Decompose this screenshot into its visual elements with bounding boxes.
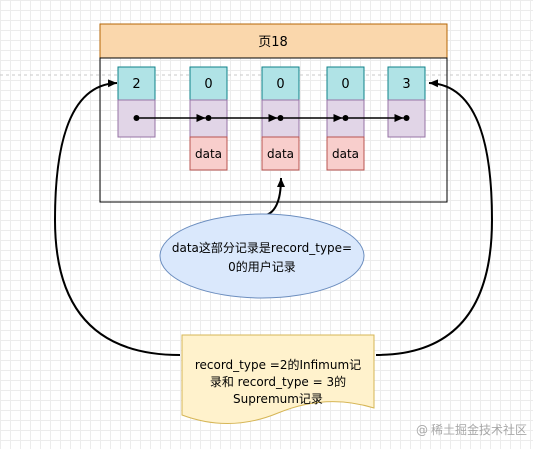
page-header xyxy=(99,23,448,59)
infimum-supremum-note xyxy=(181,334,375,425)
record-data-cell xyxy=(326,136,365,171)
infimum-supremum-note-line2: 录和 record_type = 3的 xyxy=(210,374,346,389)
user-record-note-line1: data这部分记录是record_type= xyxy=(172,240,352,255)
ellipse-to-data-connector xyxy=(261,177,285,217)
next-record-pointer xyxy=(403,115,410,121)
record-type-cell xyxy=(326,66,365,101)
watermark-text: 稀土掘金技术社区 xyxy=(431,423,528,437)
record-type-value: 3 xyxy=(402,77,410,92)
record-data-label: data xyxy=(332,147,359,161)
record-data-label: data xyxy=(267,147,294,161)
record-type-cell xyxy=(189,66,228,101)
note-to-supremum-connector xyxy=(375,79,494,356)
record-data-label: data xyxy=(195,147,222,161)
record-0: 2 xyxy=(117,66,156,138)
record-type-value: 0 xyxy=(341,77,349,92)
next-record-pointer xyxy=(342,115,349,121)
user-record-note-ellipse xyxy=(159,213,365,299)
user-record-note-line2: 0的用户记录 xyxy=(228,259,296,274)
watermark: @稀土掘金技术社区 xyxy=(416,421,527,438)
next-record-pointer xyxy=(205,115,212,121)
record-type-cell xyxy=(117,66,156,101)
note-to-infimum-connector xyxy=(53,79,181,356)
next-record-pointer xyxy=(133,115,140,121)
infimum-supremum-note-line3: Supremum记录 xyxy=(233,392,323,406)
record-type-value: 2 xyxy=(132,77,140,92)
record-1: 0 data xyxy=(189,66,228,171)
record-4: 3 xyxy=(387,66,426,138)
record-type-value: 0 xyxy=(276,77,284,92)
record-data-cell xyxy=(189,136,228,171)
infimum-supremum-note-line1: record_type =2的Infimum记 xyxy=(195,357,361,372)
page-body xyxy=(99,57,448,203)
next-record-pointer xyxy=(277,115,284,121)
juejin-logo-icon: @ xyxy=(416,423,428,437)
record-data-cell xyxy=(261,136,300,171)
page-title: 页18 xyxy=(258,35,288,50)
record-type-value: 0 xyxy=(204,77,212,92)
